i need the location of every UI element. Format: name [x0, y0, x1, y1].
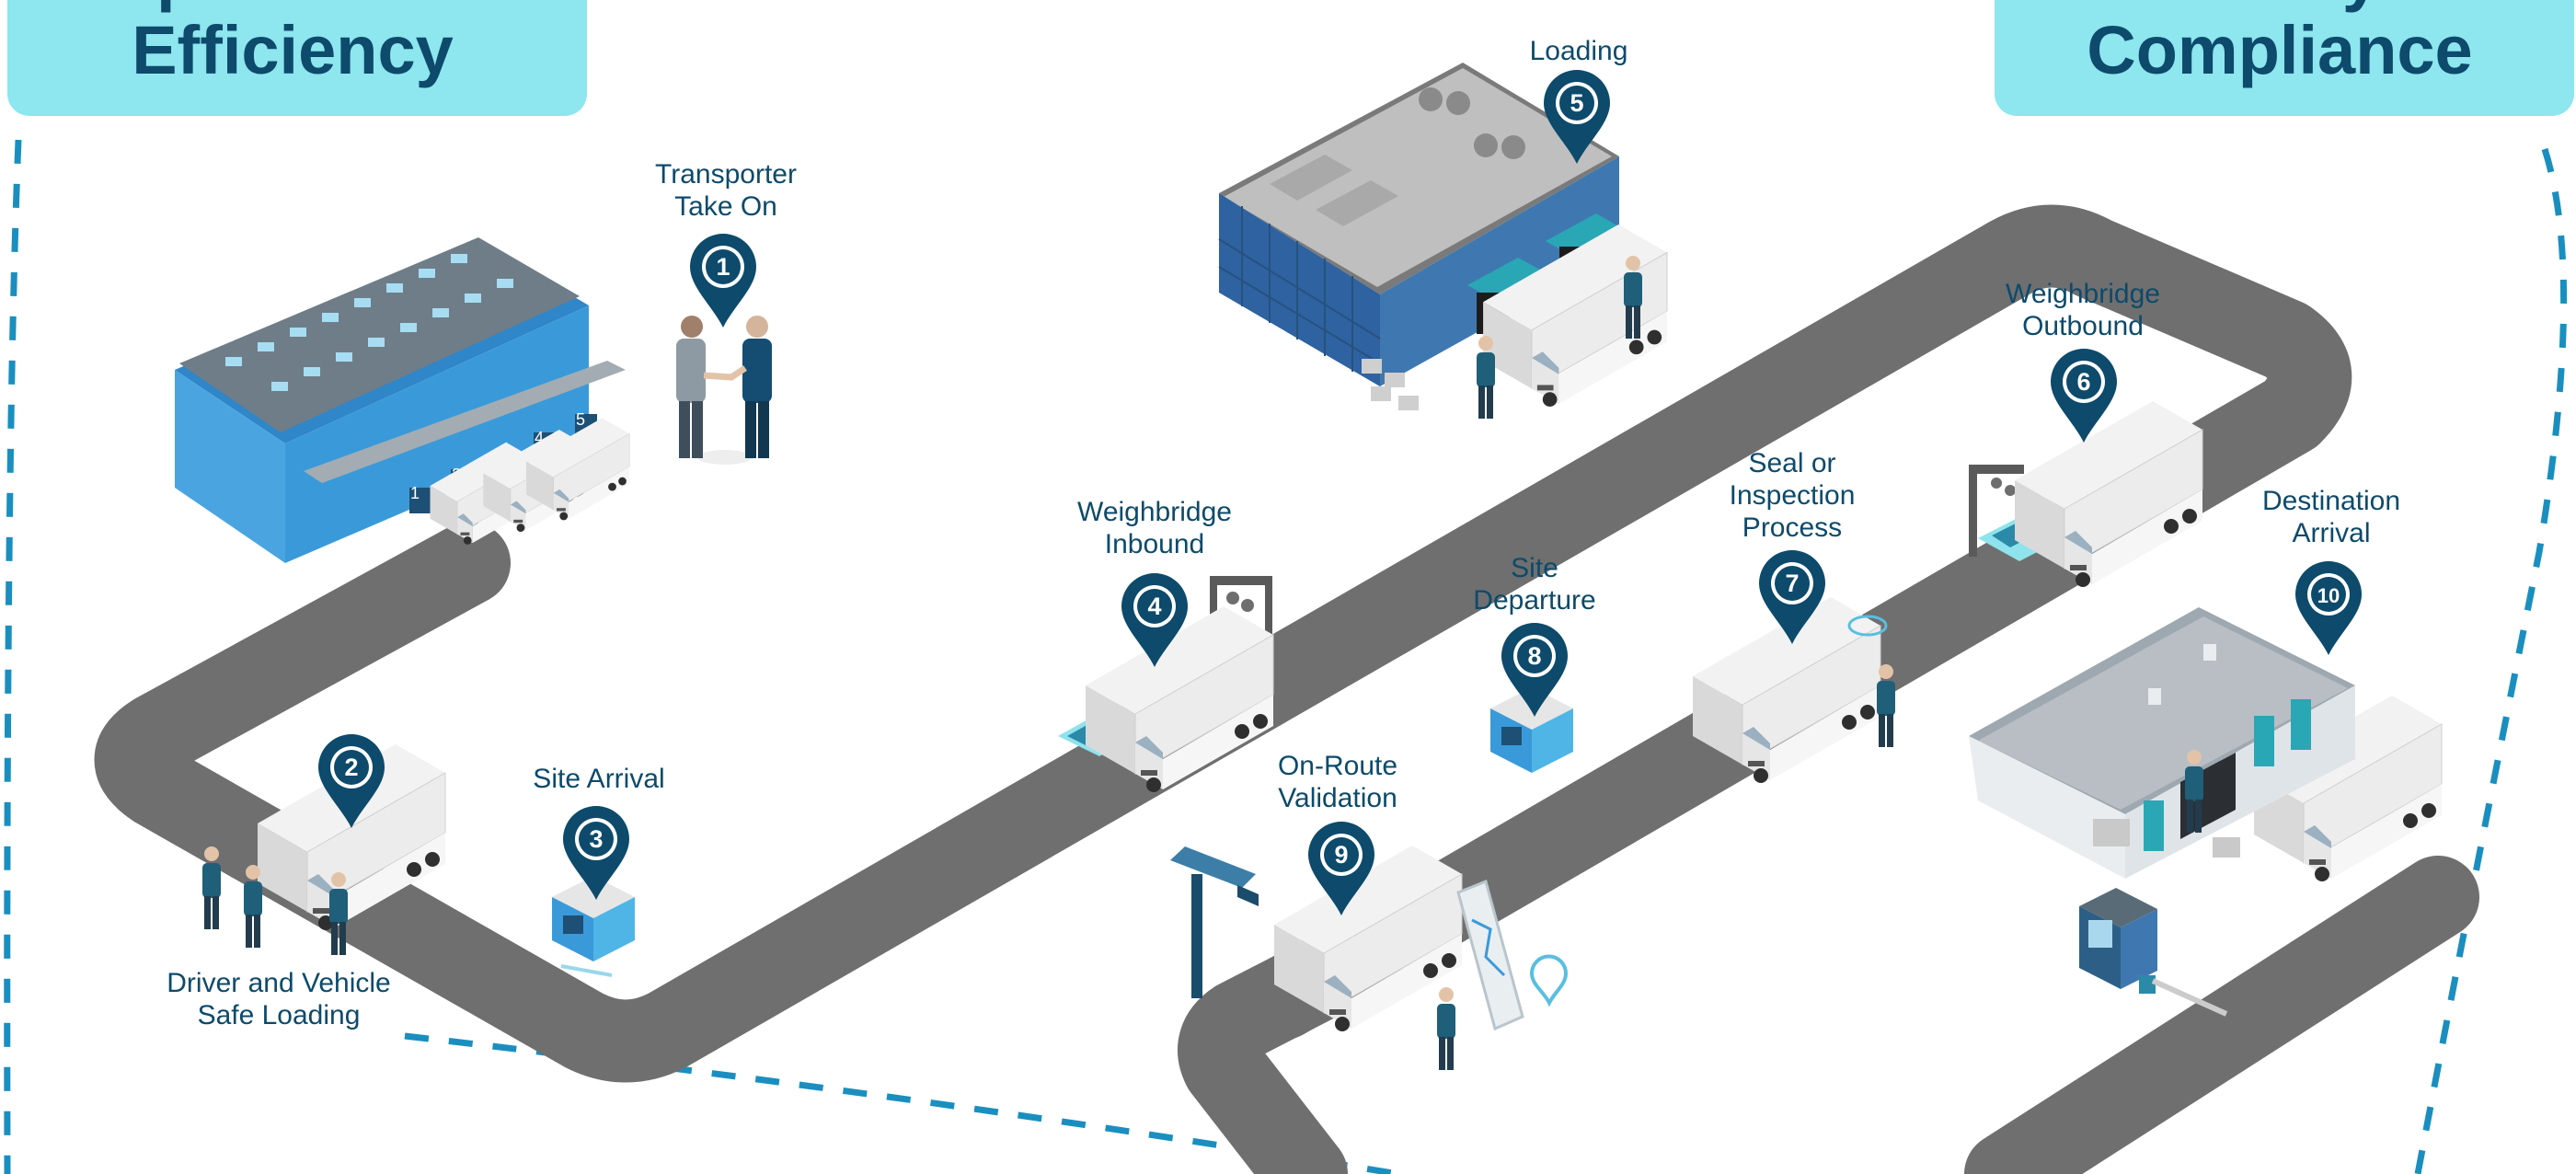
handshake-people-icon	[676, 316, 772, 465]
smartphone-map-icon	[1456, 879, 1569, 1031]
step-number: 5	[1570, 89, 1583, 117]
step-8-pin: 8	[1501, 623, 1568, 717]
svg-text:5: 5	[576, 410, 585, 429]
security-compliance-banner: Security & Compliance	[1995, 0, 2574, 116]
step-number: 1	[716, 253, 730, 281]
step-5-pin: 5	[1544, 70, 1610, 164]
inspector-person-icon	[1847, 615, 1895, 747]
gatehouse-icon	[552, 876, 635, 977]
logistics-road	[95, 204, 2479, 1174]
step-4-pin: 4	[1121, 573, 1188, 667]
step-number: 9	[1334, 841, 1348, 869]
location-pin-icon	[690, 234, 756, 328]
banner-title-line1: Security &	[1995, 0, 2565, 13]
step-number: 10	[2317, 584, 2340, 607]
warehouse-icon	[1218, 63, 1628, 410]
boom-barrier-icon	[2139, 975, 2228, 1017]
step-number: 4	[1147, 593, 1161, 620]
step-number: 7	[1785, 570, 1799, 597]
step-number: 6	[2076, 368, 2090, 396]
svg-text:1: 1	[410, 484, 420, 502]
operational-efficiency-banner: Operational Efficiency	[7, 0, 587, 116]
location-pin-icon	[563, 806, 629, 900]
step-1-pin: 1	[690, 234, 756, 328]
step-number: 8	[1527, 642, 1541, 670]
banner-title-line1: Operational	[7, 0, 578, 13]
svg-text:4: 4	[535, 429, 544, 447]
cctv-camera-icon	[1170, 846, 1259, 998]
banner-title-line2: Efficiency	[132, 12, 454, 88]
step-7-pin: 7	[1759, 550, 1825, 644]
distribution-center-icon	[1969, 607, 2355, 879]
step-3-pin: 3	[563, 806, 629, 900]
step-10-pin: 10	[2295, 561, 2362, 655]
step-9-pin: 9	[1308, 822, 1374, 915]
step-number: 3	[589, 825, 603, 853]
step-3-label: Site Arrival	[533, 764, 665, 794]
step-number: 2	[344, 754, 358, 781]
step-6-pin: 6	[2051, 349, 2117, 443]
banner-title-line2: Compliance	[2087, 12, 2473, 88]
gatehouse-icon	[2079, 888, 2157, 989]
step-5-label: Loading	[1529, 36, 1628, 66]
svg-text:6: 6	[607, 395, 616, 413]
step-2-pin: 2	[318, 734, 385, 828]
location-pin-icon	[2295, 561, 2362, 655]
